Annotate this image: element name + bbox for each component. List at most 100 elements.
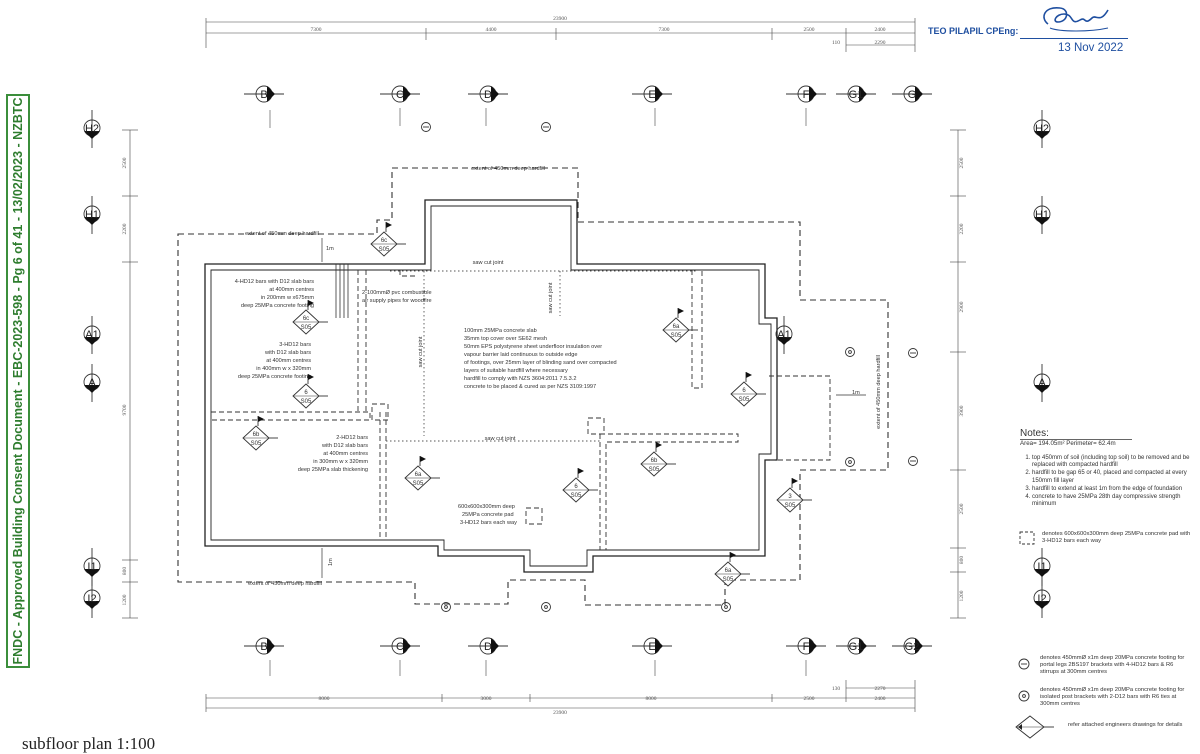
grid-bubble-left-4: I1 <box>83 548 101 586</box>
right-dim-3: 2900 <box>959 301 965 312</box>
section-marker-code: S05 <box>785 503 796 509</box>
note-3hd12-line: 3-HD12 bars <box>279 342 311 348</box>
note-2hd12-line: at 400mm centres <box>323 451 368 457</box>
section-marker-code: S05 <box>413 481 424 487</box>
hardfill-label-right: extent of 450mm deep hardfill <box>876 355 882 429</box>
grid-bubble-bottom-5-label: G1 <box>849 641 864 653</box>
note-pad-line: 3-HD12 bars each way <box>460 520 517 526</box>
top-dim-small-a: 110 <box>832 40 840 46</box>
section-marker-code: S05 <box>251 441 262 447</box>
bottom-dim-2: 3000 <box>481 696 492 702</box>
section-marker-legend-text: refer attached engineers drawings for de… <box>1068 722 1183 728</box>
grid-bubble-right-1-label: H1 <box>1035 209 1049 221</box>
grid-bubble-top-3-label: E <box>648 89 655 101</box>
notes-list: top 450mm of soil (including top soil) t… <box>1020 455 1198 508</box>
section-marker-code: S05 <box>571 493 582 499</box>
section-marker-num: 6 <box>304 390 308 396</box>
engineer-date: 13 Nov 2022 <box>1058 42 1124 54</box>
internal-footing-5 <box>599 433 739 550</box>
grid-bubble-right-2: A <box>1033 364 1051 402</box>
note-4hd12-line: deep 25MPa concrete footing <box>241 303 314 309</box>
grid-bubble-left-5: I2 <box>83 580 101 618</box>
note-slab-line: layers of suitable hardfill where necess… <box>464 368 568 374</box>
left-dim-2: 2200 <box>122 223 128 234</box>
grid-bubble-top-0-label: B <box>260 89 267 101</box>
left-dim-5: 1200 <box>122 594 128 605</box>
section-marker-num: 6a <box>725 568 732 574</box>
slab-outline-outer <box>204 199 778 573</box>
grid-bubble-top-6-label: G <box>908 89 917 101</box>
grid-bubble-right-4: I2 <box>1033 580 1051 618</box>
grid-bubble-bottom-1: C <box>380 637 420 655</box>
grid-bubble-right-0-label: H2 <box>1035 123 1049 135</box>
saw-cut-label-4: saw cut joint <box>548 282 554 313</box>
section-marker-code: S05 <box>723 577 734 583</box>
section-marker-num: 6c <box>303 316 309 322</box>
note-slab: 100mm 25MPa concrete slab 35mm top cover… <box>464 328 617 390</box>
grid-bubble-right-0: H2 <box>1033 110 1051 148</box>
left-dim-3: 9700 <box>122 404 128 415</box>
note-pad: 600x600x300mm deep 25MPa concrete pad 3-… <box>458 504 517 526</box>
pipes-note-1: 2-100mmØ pvc combustible <box>362 290 432 296</box>
post-footing-5 <box>721 602 731 612</box>
signature-line <box>1020 38 1128 39</box>
section-marker-code: S05 <box>649 467 660 473</box>
bottom-total-dim: 23900 <box>553 710 567 716</box>
note-2hd12-line: in 300mm w x 320mm <box>313 459 368 465</box>
note-3hd12-line: in 400mm w x 320mm <box>256 366 311 372</box>
section-marker-num: 6 <box>574 484 578 490</box>
right-dim-6: 800 <box>959 556 965 565</box>
internal-footing-1 <box>211 411 371 421</box>
section-marker-code: S05 <box>301 399 312 405</box>
section-marker-num: 3 <box>788 494 792 500</box>
portal-footing-2 <box>541 122 551 132</box>
top-dim-small-b: 2290 <box>875 40 886 46</box>
grid-bubble-bottom-2-label: D <box>484 641 492 653</box>
hardfill-label-left-top: extent of 450mm deep hardfill <box>245 231 319 237</box>
grid-bubble-left-3: A <box>83 364 101 402</box>
section-marker-num: 6a <box>673 324 680 330</box>
saw-cut-label-1: saw cut joint <box>473 260 504 266</box>
post-footing-2 <box>845 457 855 467</box>
saw-cut-label-2: saw cut joint <box>485 436 516 442</box>
note-slab-line: 100mm 25MPa concrete slab <box>464 328 537 334</box>
portal-footing-4 <box>908 456 918 466</box>
notes-item: concrete to have 25MPa 28th day compress… <box>1032 494 1198 508</box>
bottom-dim-small-a: 130 <box>832 686 841 692</box>
right-dim-4: 3900 <box>959 405 965 416</box>
note-4hd12-line: in 200mm w x675mm <box>261 295 314 301</box>
grid-bubble-top-2-label: D <box>484 89 492 101</box>
grid-bubble-plan-a1-label: A1 <box>777 329 790 341</box>
internal-footing-3 <box>399 270 415 277</box>
top-total-dim: 23900 <box>553 16 567 22</box>
grid-bubble-top-0: B <box>244 85 284 103</box>
left-dim-4: 800 <box>122 567 128 576</box>
section-marker-num: 6a <box>415 472 422 478</box>
portal-footing-1 <box>421 122 431 132</box>
portal-footing-3 <box>908 348 918 358</box>
internal-footing-10 <box>525 507 543 525</box>
grid-bubble-bottom-3: E <box>632 637 672 655</box>
pad-legend-symbol <box>1019 531 1035 545</box>
grid-bubble-right-2-label: A <box>1038 377 1046 389</box>
engineer-signature <box>1043 7 1109 32</box>
grid-bubble-left-0-label: H2 <box>85 123 99 135</box>
section-marker-legend-icon <box>1015 715 1054 739</box>
grid-bubble-top-5: G1 <box>836 85 876 103</box>
note-2hd12-line: with D12 slab bars <box>321 443 368 449</box>
internal-footing-8 <box>371 403 389 421</box>
post-footing-3 <box>441 602 451 612</box>
right-dim-7: 1200 <box>959 590 965 601</box>
grid-bubble-bottom-2: D <box>468 637 508 655</box>
slab-outline-inner <box>210 205 772 567</box>
bottom-dim-5: 2400 <box>875 696 886 702</box>
section-marker-num: 6b <box>651 458 658 464</box>
